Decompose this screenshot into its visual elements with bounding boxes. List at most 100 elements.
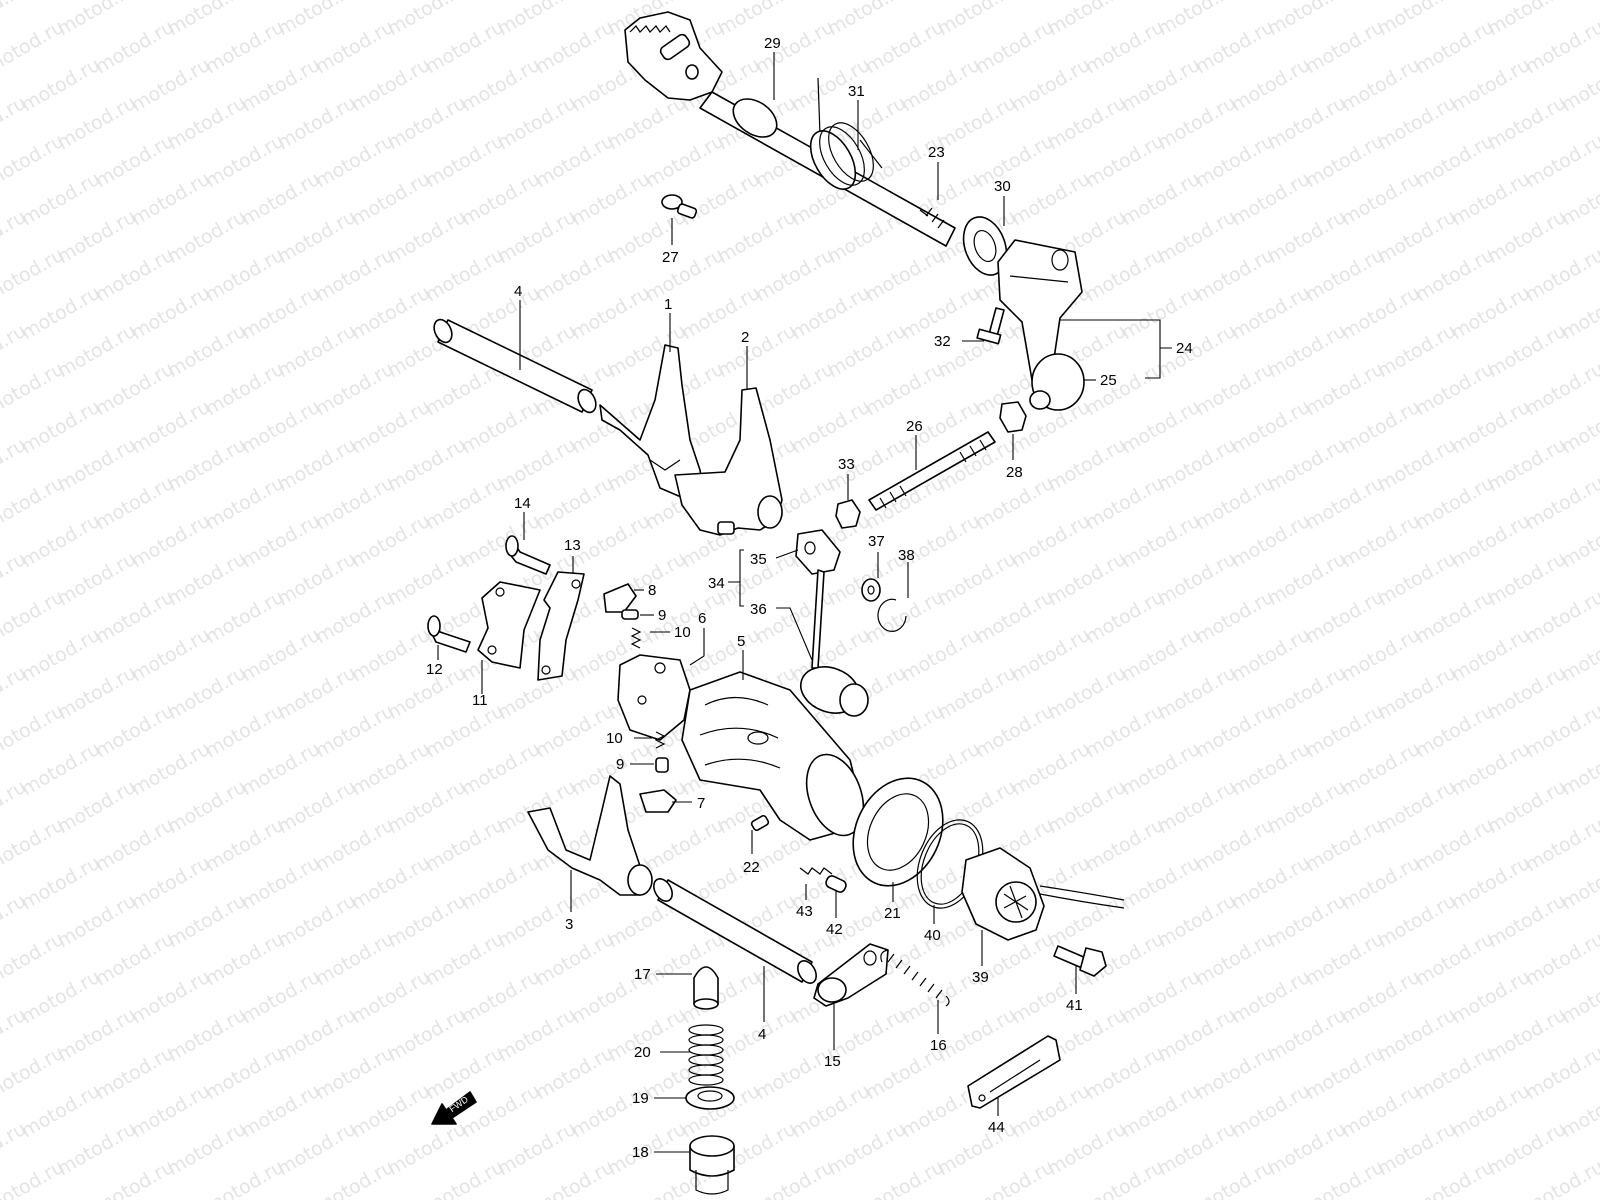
watermark-text: motod.ru (532, 1156, 618, 1200)
watermark-text: motod.ru (238, 966, 324, 1029)
watermark-text: motod.ru (54, 320, 140, 383)
watermark-text: motod.ru (1082, 586, 1168, 649)
watermark-text: motod.ru (238, 282, 324, 345)
watermark-text: motod.ru (1412, 244, 1498, 307)
part-13-pawl-lifter (537, 571, 585, 681)
watermark-text: motod.ru (274, 890, 360, 953)
watermark-text: motod.ru (972, 472, 1058, 535)
watermark-text: motod.ru (1412, 358, 1498, 421)
watermark-text: motod.ru (238, 738, 324, 801)
watermark-text: motod.ru (752, 1042, 838, 1105)
watermark-text: motod.ru (1374, 662, 1460, 725)
watermark-text: motod.ru (1154, 662, 1240, 725)
watermark-text: motod.ru (1448, 738, 1534, 801)
watermark-text: motod.ru (128, 966, 214, 1029)
watermark-text: motod.ru (312, 586, 398, 649)
watermark-text: motod.ru (18, 966, 104, 1029)
part-5-gearshift-cam (681, 671, 865, 841)
watermark-text: motod.ru (788, 396, 874, 459)
watermark-text: motod.ru (752, 1156, 838, 1200)
watermark-text: motod.ru (1522, 358, 1600, 421)
part-31-return-spring (809, 77, 883, 190)
watermark-text: motod.ru (1412, 928, 1498, 991)
part-41-bolt (1053, 945, 1107, 977)
watermark-text: motod.ru (824, 320, 910, 383)
callout-9-upper: 9 (658, 607, 666, 624)
watermark-text: motod.ru (92, 472, 178, 535)
watermark-text: motod.ru (1008, 510, 1094, 573)
watermark-text: motod.ru (1154, 890, 1240, 953)
watermark-text: motod.ru (1484, 890, 1570, 953)
watermark-text: motod.ru (1154, 92, 1240, 155)
callout-27: 27 (662, 249, 679, 266)
watermark-text: motod.ru (1228, 510, 1314, 573)
callout-33: 33 (838, 456, 855, 473)
watermark-text: motod.ru (18, 168, 104, 231)
watermark-text: motod.ru (92, 130, 178, 193)
callout-24: 24 (1176, 340, 1193, 357)
watermark-text: motod.ru (494, 1118, 580, 1181)
callout-4-lower: 4 (758, 1026, 766, 1043)
watermark-text: motod.ru (1374, 320, 1460, 383)
part-6-cam-driven-gear (617, 654, 691, 741)
watermark-text: motod.ru (642, 244, 728, 307)
watermark-text: motod.ru (0, 1156, 68, 1200)
watermark-text: motod.ru (862, 16, 948, 79)
watermark-text: motod.ru (1228, 738, 1314, 801)
watermark-text: motod.ru (1082, 700, 1168, 763)
watermark-text: motod.ru (202, 1156, 288, 1200)
watermark-text: motod.ru (1522, 16, 1600, 79)
part-7-pawl (639, 789, 677, 813)
parts-layer: FWD (427, 11, 1125, 1195)
watermark-text: motod.ru (202, 928, 288, 991)
watermark-text: motod.ru (238, 1080, 324, 1143)
watermark-text: motod.ru (202, 700, 288, 763)
watermark-text: motod.ru (1044, 434, 1130, 497)
watermark-text: motod.ru (1154, 434, 1240, 497)
watermark-text: motod.ru (972, 1156, 1058, 1200)
watermark-text: motod.ru (1484, 320, 1570, 383)
watermark-text: motod.ru (1154, 1118, 1240, 1181)
part-10-spring-upper (630, 627, 642, 649)
callout-37: 37 (868, 533, 885, 550)
watermark-text: motod.ru (54, 206, 140, 269)
watermark-text: motod.ru (1082, 472, 1168, 535)
watermark-text: motod.ru (312, 928, 398, 991)
watermark-text: motod.ru (568, 282, 654, 345)
watermark-text: motod.ru (1118, 966, 1204, 1029)
callout-38: 38 (898, 547, 915, 564)
watermark-text: motod.ru (1302, 586, 1388, 649)
leader-lines (437, 52, 1172, 1153)
callout-4-upper: 4 (514, 283, 522, 300)
watermark-text: motod.ru (532, 244, 618, 307)
callout-6: 6 (698, 610, 706, 627)
watermark-text: motod.ru (238, 54, 324, 117)
callout-10-lower: 10 (606, 730, 623, 747)
part-32-bolt (976, 307, 1005, 345)
watermark-text: motod.ru (128, 738, 214, 801)
watermark-text: motod.ru (972, 16, 1058, 79)
watermark-text: motod.ru (348, 282, 434, 345)
watermark-text: motod.ru (678, 168, 764, 231)
watermark-text: motod.ru (642, 130, 728, 193)
watermark-text: motod.ru (238, 396, 324, 459)
watermark-text: motod.ru (1228, 396, 1314, 459)
watermark-text: motod.ru (1484, 662, 1570, 725)
watermark-text: motod.ru (1154, 206, 1240, 269)
watermark-text: motod.ru (1302, 928, 1388, 991)
watermark-text: motod.ru (1412, 130, 1498, 193)
watermark-text: motod.ru (54, 776, 140, 839)
watermark-text: motod.ru (274, 1118, 360, 1181)
callout-35: 35 (750, 551, 767, 568)
callout-41: 41 (1066, 997, 1083, 1014)
watermark-text: motod.ru (494, 92, 580, 155)
watermark-text: motod.ru (1192, 244, 1278, 307)
watermark-text: motod.ru (824, 1118, 910, 1181)
watermark-text: motod.ru (54, 1118, 140, 1181)
watermark-text: motod.ru (1374, 206, 1460, 269)
watermark-text: motod.ru (1412, 700, 1498, 763)
watermark-text: motod.ru (1302, 700, 1388, 763)
watermark-text: motod.ru (1118, 396, 1204, 459)
watermark-text: motod.ru (494, 662, 580, 725)
watermark-text: motod.ru (312, 700, 398, 763)
